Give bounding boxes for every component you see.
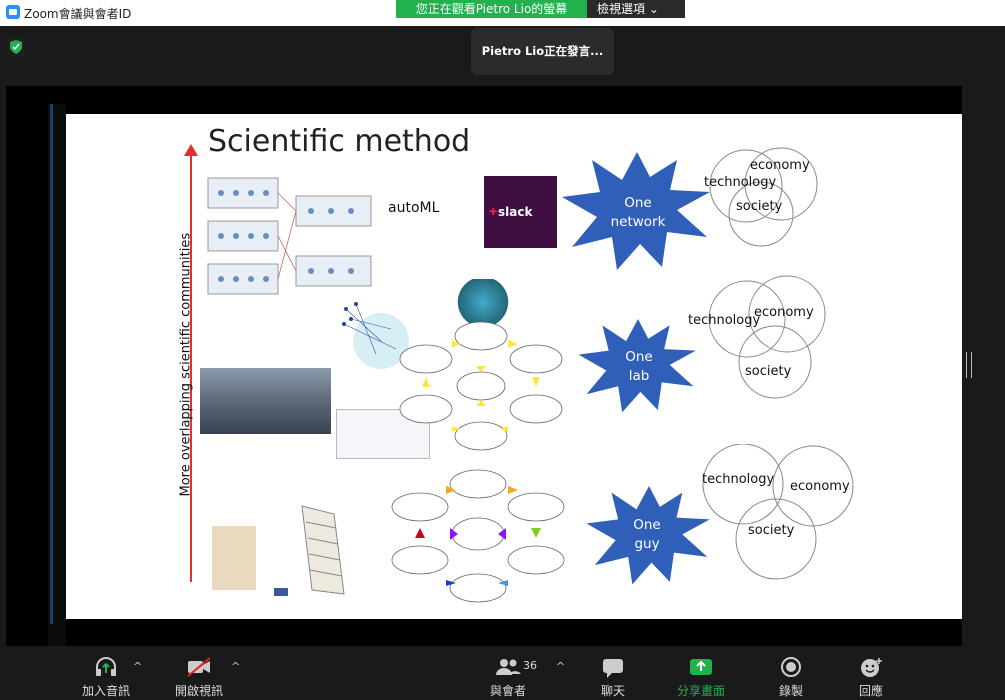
star-label-line1: One — [625, 349, 653, 365]
reactions-button[interactable]: 回應 — [855, 656, 887, 699]
group-photo — [200, 368, 331, 434]
participants-icon — [495, 656, 521, 678]
venn-economy-2: economy — [754, 305, 814, 320]
star-label-line2: guy — [634, 536, 660, 552]
star-label-line2: lab — [628, 368, 650, 384]
resize-handle[interactable] — [966, 352, 972, 378]
participants-count: 36 — [523, 659, 537, 672]
automl-label: autoML — [388, 200, 440, 216]
scientific-cycle-diagram-1 — [399, 321, 563, 451]
star-label-guy: One guy — [617, 516, 677, 554]
star-burst-network — [562, 152, 710, 270]
record-icon — [778, 656, 804, 678]
slack-label: slack — [498, 205, 533, 219]
star-label-line2: network — [610, 214, 666, 230]
venn-economy-1: economy — [750, 158, 810, 173]
window-title: Zoom會議與會者ID — [24, 7, 132, 21]
headphones-icon — [93, 656, 119, 678]
join-audio-button[interactable]: 加入音訊 — [80, 656, 132, 699]
venn-diagram-2 — [708, 275, 826, 399]
active-speaker-indicator: Pietro Lio正在發言... — [471, 28, 614, 75]
star-label-line1: One — [633, 517, 661, 533]
venn-diagram-3 — [702, 444, 854, 580]
vertical-axis-label: More overlapping scientific communities — [178, 232, 194, 497]
venn-technology-3: technology — [702, 472, 775, 487]
zoom-logo-icon — [6, 5, 20, 19]
portrait-image — [212, 526, 256, 590]
view-options-button[interactable]: 檢視選項 ⌄ — [587, 0, 685, 18]
join-audio-label: 加入音訊 — [81, 684, 130, 698]
share-screen-label: 分享畫面 — [676, 684, 725, 698]
participants-button[interactable]: 與會者 — [486, 656, 530, 699]
share-screen-button[interactable]: 分享畫面 — [674, 656, 728, 699]
reactions-label: 回應 — [858, 684, 883, 698]
venn-society-1: society — [736, 199, 783, 214]
leaning-tower-image — [274, 505, 345, 596]
scientific-cycle-diagram-2 — [391, 469, 565, 603]
view-options-label: 檢視選項 — [597, 2, 646, 16]
audio-options-caret[interactable]: ^ — [133, 660, 143, 673]
chat-icon — [600, 656, 626, 678]
video-off-icon — [186, 656, 212, 678]
chevron-down-icon: ⌄ — [648, 2, 659, 16]
viewing-banner: 您正在觀看Pietro Lio的螢幕 檢視選項 ⌄ — [396, 0, 685, 18]
slack-logo: ✚ slack — [484, 176, 557, 248]
chat-label: 聊天 — [600, 684, 625, 698]
viewing-screen-label: 您正在觀看Pietro Lio的螢幕 — [396, 0, 587, 18]
chat-button[interactable]: 聊天 — [596, 656, 630, 699]
slide-title: Scientific method — [208, 124, 471, 159]
record-button[interactable]: 錄製 — [775, 656, 807, 699]
neural-network-diagram — [207, 177, 372, 295]
star-burst-lab — [578, 319, 696, 413]
arrow-shaft — [190, 152, 192, 582]
star-label-line1: One — [624, 195, 652, 211]
left-edge-accent — [50, 104, 53, 624]
participants-label: 與會者 — [489, 684, 526, 698]
star-burst-guy — [586, 486, 710, 585]
emoji-icon — [858, 656, 884, 678]
meeting-toolbar: 加入音訊 ^ 開啟視訊 ^ 與會者 36 ^ 聊天 分享畫面 錄製 — [0, 646, 1005, 700]
start-video-button[interactable]: 開啟視訊 — [172, 656, 226, 699]
share-screen-icon — [688, 656, 714, 678]
venn-economy-3: economy — [790, 479, 850, 494]
venn-diagram-1 — [709, 147, 818, 247]
slack-icon: ✚ — [489, 207, 498, 218]
star-label-lab: One lab — [609, 348, 669, 386]
network-graph-image — [342, 302, 409, 369]
record-label: 錄製 — [778, 684, 803, 698]
venn-society-3: society — [748, 523, 795, 538]
molecule-image — [456, 279, 510, 325]
security-shield-icon[interactable] — [7, 38, 25, 56]
star-label-network: One network — [608, 194, 668, 232]
venn-technology-1: technology — [704, 175, 777, 190]
up-arrow-icon — [184, 144, 198, 156]
presentation-slide: Scientific method More overlapping scien… — [66, 114, 962, 619]
start-video-label: 開啟視訊 — [174, 684, 223, 698]
video-options-caret[interactable]: ^ — [231, 660, 241, 673]
venn-technology-2: technology — [688, 313, 761, 328]
participants-options-caret[interactable]: ^ — [556, 660, 566, 673]
venn-society-2: society — [745, 364, 792, 379]
